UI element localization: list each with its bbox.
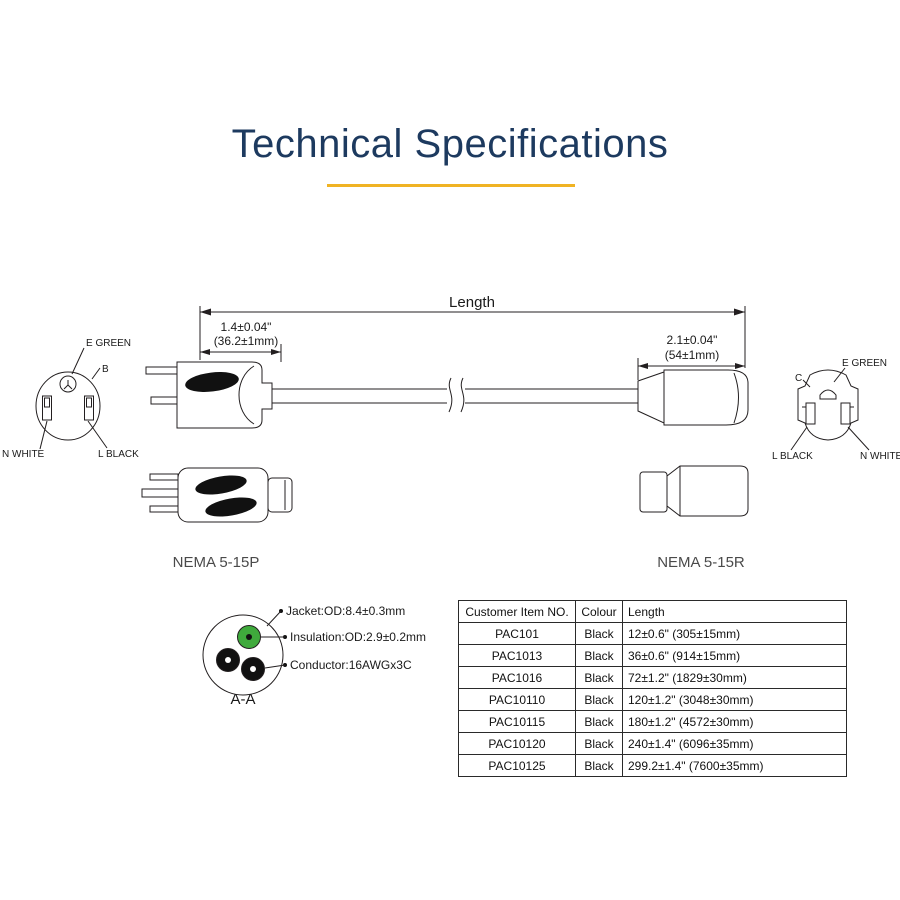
receptacle-side-view <box>637 369 749 426</box>
receptacle-face-label-green: E GREEN <box>842 358 887 369</box>
item-no-cell: PAC10110 <box>458 688 576 711</box>
length-cell: 120±1.2" (3048±30mm) <box>622 688 847 711</box>
item-no-cell: PAC10120 <box>458 732 576 755</box>
receptacle-face-label-c: C <box>795 373 802 384</box>
table-header-row: Customer Item NO. Colour Length <box>458 600 847 623</box>
plug-name-label: NEMA 5-15P <box>173 554 260 571</box>
receptacle-face-view <box>790 367 870 451</box>
table-row: PAC1016 Black 72±1.2" (1829±30mm) <box>458 666 847 689</box>
col-header-length: Length <box>622 600 847 623</box>
technical-diagram: Length 1.4±0.04" (36.2±1mm) 2.1±0.04" (5… <box>2 294 900 708</box>
receptacle-face-label-white: N WHITE <box>860 451 900 462</box>
length-cell: 240±1.4" (6096±35mm) <box>622 732 847 755</box>
page-title: Technical Specifications <box>231 122 669 166</box>
colour-cell: Black <box>575 754 623 777</box>
length-cell: 12±0.6" (305±15mm) <box>622 622 847 645</box>
table-row: PAC10115 Black 180±1.2" (4572±30mm) <box>458 710 847 733</box>
cable <box>272 377 638 413</box>
receptacle-face-label-black: L BLACK <box>772 451 813 462</box>
item-no-cell: PAC10125 <box>458 754 576 777</box>
plug-dim-mm: (36.2±1mm) <box>214 334 279 348</box>
receptacle-dim-mm: (54±1mm) <box>665 348 720 362</box>
length-cell: 180±1.2" (4572±30mm) <box>622 710 847 733</box>
line-slot <box>805 402 816 425</box>
insulation-spec-label: Insulation:OD:2.9±0.2mm <box>290 630 426 644</box>
neutral-slot <box>840 402 851 425</box>
colour-cell: Black <box>575 732 623 755</box>
item-no-cell: PAC10115 <box>458 710 576 733</box>
cable-break-icon <box>460 377 465 413</box>
jacket-outline <box>202 614 284 696</box>
colour-cell: Black <box>575 644 623 667</box>
colour-cell: Black <box>575 666 623 689</box>
section-aa-label: A-A <box>230 691 255 708</box>
ground-pin-icon <box>59 375 77 393</box>
item-no-cell: PAC1016 <box>458 666 576 689</box>
plug-face-label-black: L BLACK <box>98 449 139 460</box>
receptacle-dim-inches: 2.1±0.04" <box>667 333 718 347</box>
length-cell: 299.2±1.4" (7600±35mm) <box>622 754 847 777</box>
length-label: Length <box>449 294 495 311</box>
plug-face-label-b: B <box>102 364 109 375</box>
length-cell: 36±0.6" (914±15mm) <box>622 644 847 667</box>
plug-side-view <box>145 361 273 429</box>
line-slot <box>84 395 94 421</box>
length-cell: 72±1.2" (1829±30mm) <box>622 666 847 689</box>
length-dimension <box>199 306 746 368</box>
table-row: PAC10120 Black 240±1.4" (6096±35mm) <box>458 732 847 755</box>
jacket-spec-label: Jacket:OD:8.4±0.3mm <box>286 604 405 618</box>
plug-face-label-green: E GREEN <box>86 338 131 349</box>
spec-table: Customer Item NO. Colour Length PAC101 B… <box>458 600 847 777</box>
spec-table-container: Customer Item NO. Colour Length PAC101 B… <box>458 600 847 777</box>
receptacle-name-label: NEMA 5-15R <box>657 554 745 571</box>
conductor-spec-label: Conductor:16AWGx3C <box>290 658 412 672</box>
col-header-item-no: Customer Item NO. <box>458 600 576 623</box>
cross-section-view <box>202 609 287 696</box>
colour-cell: Black <box>575 710 623 733</box>
plug-dim-inches: 1.4±0.04" <box>221 320 272 334</box>
plug-face-label-white: N WHITE <box>2 449 45 460</box>
receptacle-top-view <box>639 465 749 517</box>
title-underline <box>327 184 575 187</box>
receptacle-dimension <box>637 358 745 380</box>
item-no-cell: PAC1013 <box>458 644 576 667</box>
plug-dimension <box>200 344 282 362</box>
ground-slot-icon <box>819 389 837 400</box>
plug-top-view <box>141 467 293 523</box>
col-header-colour: Colour <box>575 600 623 623</box>
cable-break-icon <box>448 377 453 413</box>
table-row: PAC10110 Black 120±1.2" (3048±30mm) <box>458 688 847 711</box>
table-row: PAC1013 Black 36±0.6" (914±15mm) <box>458 644 847 667</box>
plug-face-view <box>35 347 108 450</box>
table-row: PAC10125 Black 299.2±1.4" (7600±35mm) <box>458 754 847 777</box>
colour-cell: Black <box>575 622 623 645</box>
item-no-cell: PAC101 <box>458 622 576 645</box>
table-row: PAC101 Black 12±0.6" (305±15mm) <box>458 622 847 645</box>
neutral-slot <box>42 395 52 421</box>
colour-cell: Black <box>575 688 623 711</box>
